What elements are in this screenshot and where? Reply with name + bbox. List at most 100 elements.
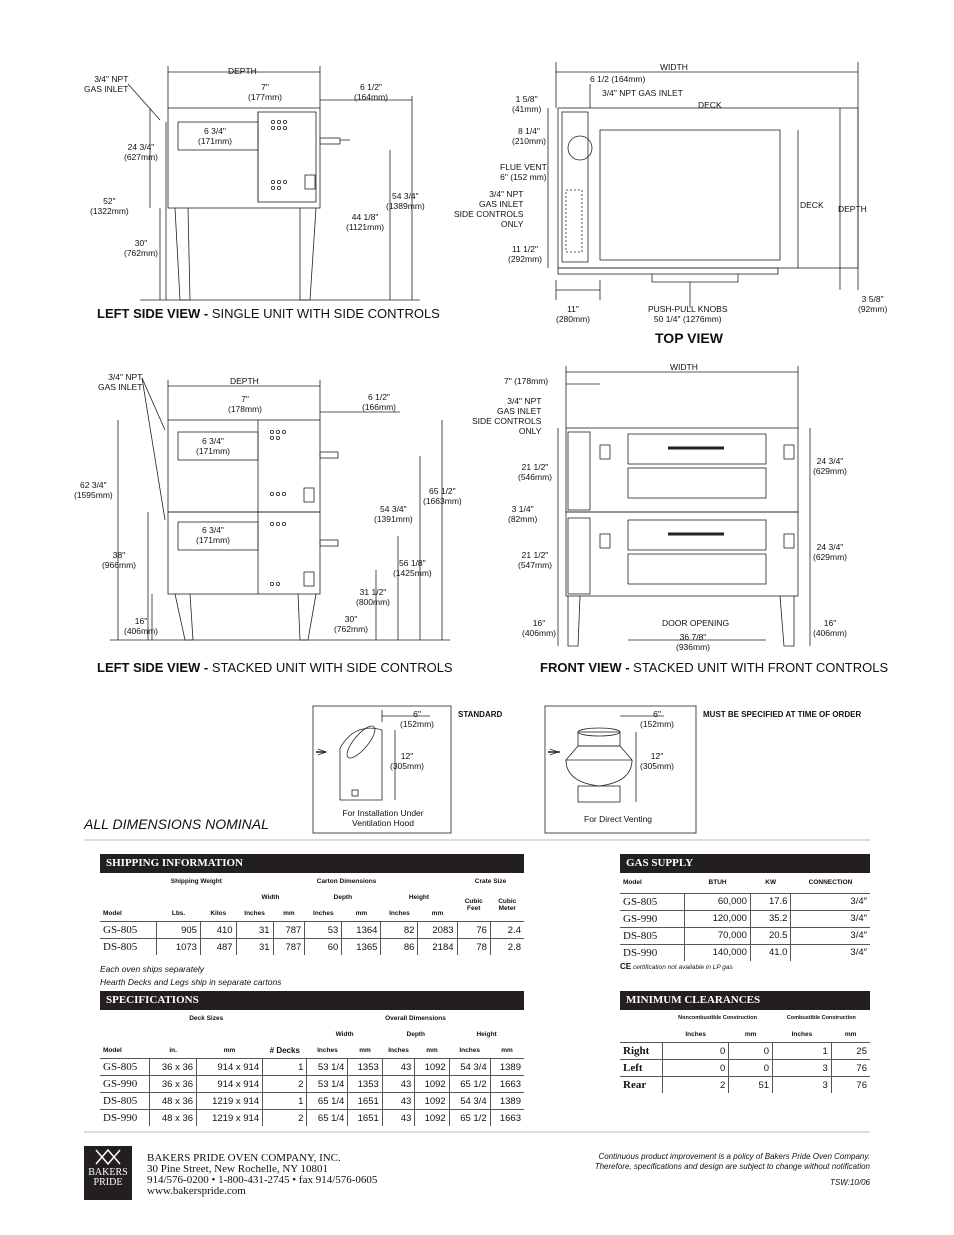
h-mm: mm: [283, 909, 295, 917]
h-decks: # Decks: [269, 1045, 300, 1055]
row-label: DS-990: [623, 946, 658, 959]
h-kw: KW: [765, 879, 777, 887]
dim-24-75-upper: 24 3/4" (629mm): [813, 456, 848, 476]
h-width: Width: [261, 893, 280, 901]
row-label: DS-805: [623, 929, 658, 942]
shipping-grid: Shipping Weight Carton Dimensions Crate …: [100, 873, 524, 955]
table-cell: 86: [380, 938, 418, 955]
dim-11-5: 11 1/2" (292mm): [508, 244, 543, 264]
h-inches: Inches: [388, 1046, 409, 1054]
dim-21-5-upper: 21 1/2" (546mm): [518, 462, 553, 482]
left-stacked-title: LEFT SIDE VIEW - STACKED UNIT WITH SIDE …: [97, 660, 453, 675]
gas-note: CE certification not available in LP gas: [620, 962, 870, 971]
table-cell: 3/4″: [790, 893, 870, 910]
row-label: DS-990: [103, 1112, 138, 1124]
h-model: Model: [623, 879, 642, 887]
side-gas-inlet-label: 3/4" NPT GAS INLET SIDE CONTROLS ONLY: [454, 189, 524, 229]
h-crate: Crate Size: [474, 877, 507, 885]
h-in: in.: [169, 1046, 177, 1054]
dim-16: 16" (406mm): [124, 616, 159, 636]
gas-note-text: certification not available in LP gas: [632, 963, 733, 971]
dim-31-5: 31 1/2" (800mm): [356, 587, 391, 607]
h-overall: Overall Dimensions: [385, 1014, 446, 1022]
table-cell: 36 x 36: [149, 1058, 197, 1076]
table-cell: 1073: [156, 938, 201, 955]
dim-6-5: 6 1/2" (166mm): [362, 392, 397, 412]
h-mm: mm: [359, 1046, 371, 1054]
table-cell: 1365: [341, 938, 381, 955]
h-height: Height: [408, 893, 430, 901]
table-cell: 20.5: [749, 927, 791, 944]
standard-caption: For Installation Under Ventilation Hood: [342, 808, 424, 828]
table-cell: 2: [662, 1076, 729, 1093]
table-cell: 140,000: [684, 944, 751, 961]
h-noncombustible: Noncombustible Construction: [678, 1015, 757, 1021]
gas-inlet-label: 3/4" NPT GAS INLET: [602, 88, 683, 98]
dim-3-25: 3 1/4" (82mm): [508, 504, 538, 524]
dim-36: 36 7/8" (936mm): [676, 632, 711, 652]
table-cell: 54 3/4: [448, 1092, 491, 1110]
company-phone: 914/576-0200 • 1-800-431-2745 • fax 914/…: [147, 1174, 378, 1186]
table-cell: 53 1/4: [306, 1058, 348, 1076]
h-carton: Carton Dimensions: [316, 877, 377, 885]
table-cell: 43: [381, 1058, 415, 1076]
deck-label-side: DECK: [800, 200, 824, 210]
logo-line-2: PRIDE: [93, 1177, 123, 1188]
table-cell: 3: [772, 1076, 832, 1093]
h-inches: Inches: [459, 1046, 480, 1054]
table-cell: 3/4″: [790, 910, 870, 927]
dim-7: 7" (177mm): [248, 82, 283, 102]
table-cell: 1353: [347, 1058, 383, 1076]
table-cell: 2.4: [489, 921, 524, 939]
h-kilos: Kilos: [210, 909, 227, 917]
table-cell: 1651: [347, 1092, 383, 1110]
table-cell: 1219 x 914: [196, 1109, 263, 1126]
h-cubic-feet: Cubic Feet: [464, 898, 483, 912]
row-label: Right: [623, 1045, 650, 1057]
knobs-label: PUSH-PULL KNOBS 50 1/4" (1276mm): [648, 304, 728, 324]
h-weight: Shipping Weight: [170, 877, 222, 885]
table-cell: 65 1/2: [448, 1075, 491, 1093]
table-cell: 43: [381, 1109, 415, 1126]
table-cell: 70,000: [684, 927, 751, 944]
table-cell: 0: [728, 1059, 773, 1077]
dim-6-75: 6 3/4" (171mm): [198, 126, 233, 146]
must-specify-label: MUST BE SPECIFIED AT TIME OF ORDER: [703, 710, 862, 719]
table-cell: 65 1/4: [306, 1109, 348, 1126]
table-cell: 2083: [417, 921, 458, 939]
top-view-drawing: [547, 62, 859, 308]
table-cell: 487: [199, 938, 237, 955]
h-mm: mm: [501, 1046, 513, 1054]
vent-standard-6: 6" (152mm): [400, 709, 435, 729]
table-cell: 43: [381, 1092, 415, 1110]
row-label: Left: [623, 1062, 643, 1074]
table-cell: 1: [262, 1058, 307, 1076]
h-model: Model: [103, 1046, 122, 1054]
width-label: WIDTH: [670, 362, 698, 372]
h-inches: Inches: [685, 1030, 706, 1038]
specs-title: SPECIFICATIONS: [100, 991, 524, 1010]
table-cell: 1651: [347, 1109, 383, 1126]
table-cell: 787: [272, 938, 305, 955]
left-side-stacked-drawing: [110, 377, 450, 641]
direct-caption: For Direct Venting: [584, 814, 653, 824]
gas-inlet-label: 3/4" NPT GAS INLET: [84, 74, 129, 94]
dim-7: 7" (178mm): [504, 376, 549, 386]
row-label: GS-805: [623, 895, 658, 908]
table-cell: 65 1/2: [448, 1109, 491, 1126]
dim-54: 54 3/4" (1391mm): [374, 504, 413, 524]
h-mm: mm: [844, 1030, 857, 1038]
h-btuh: BTUH: [708, 879, 727, 887]
table-cell: 2: [262, 1109, 307, 1126]
company-website[interactable]: www.bakerspride.com: [147, 1185, 246, 1197]
table-cell: 53 1/4: [306, 1075, 348, 1093]
dim-7: 7" (178mm): [228, 394, 263, 414]
dim-38: 38" (966mm): [102, 550, 137, 570]
